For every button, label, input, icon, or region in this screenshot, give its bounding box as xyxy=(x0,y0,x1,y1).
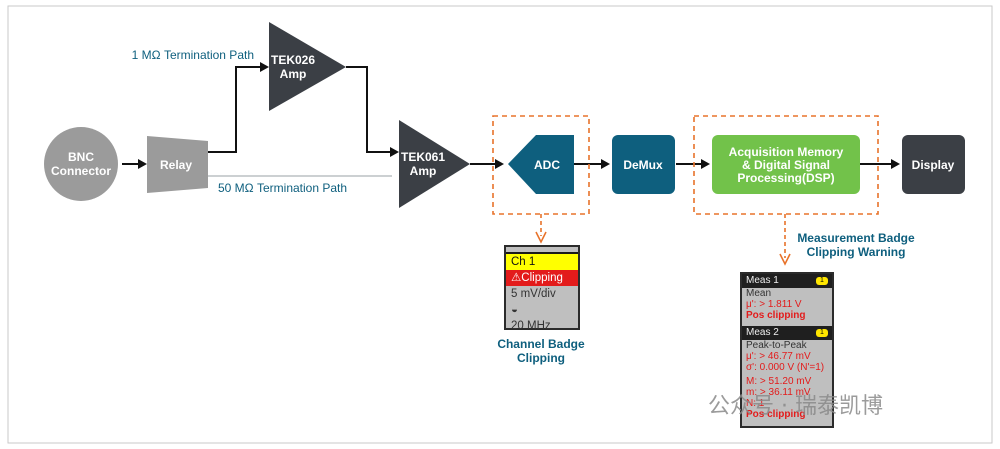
svg-text:Connector: Connector xyxy=(51,164,111,178)
svg-text:Amp: Amp xyxy=(280,67,307,81)
dsp-highlight-box xyxy=(693,115,879,215)
adc-highlight-box xyxy=(492,115,590,215)
watermark: 公众号 · 瑞泰凯博 xyxy=(708,394,883,419)
svg-text:TEK026: TEK026 xyxy=(271,53,315,67)
svg-text:Acquisition Memory: Acquisition Memory xyxy=(729,145,844,159)
meas1-value: μ': > 1.811 V xyxy=(746,299,802,310)
relay-block: Relay xyxy=(147,136,208,193)
meas2-status: Pos clipping xyxy=(746,409,806,420)
1mohm-path-label: 1 MΩ Termination Path xyxy=(132,48,254,62)
channel-bandwidth: 20 MHz xyxy=(511,320,551,332)
channel-scale: 5 mV/div xyxy=(511,288,556,300)
svg-text:Processing(DSP): Processing(DSP) xyxy=(737,171,834,185)
svg-text:Display: Display xyxy=(912,158,955,172)
meas1-status: Pos clipping xyxy=(746,310,806,321)
bnc-connector-block: BNC Connector xyxy=(44,127,118,201)
svg-text:Amp: Amp xyxy=(410,164,437,178)
channel-badge-caption-1: Channel Badge xyxy=(497,337,585,351)
channel-badge: Ch 1 ⚠Clipping 5 mV/div ◒ 20 MHz xyxy=(504,245,580,332)
display-block: Display xyxy=(902,135,965,194)
demux-block: DeMux xyxy=(612,135,675,194)
connector-lines xyxy=(122,62,900,177)
adc-block: ADC xyxy=(508,135,574,194)
meas1-name: Mean xyxy=(746,288,772,299)
meas2-name: Peak-to-Peak xyxy=(746,340,807,351)
tek026-amp-block: TEK026 Amp xyxy=(269,22,346,111)
diagram-frame xyxy=(7,5,993,444)
svg-text:& Digital Signal: & Digital Signal xyxy=(742,158,830,172)
meas2-sigma: σ': 0.000 V (N'=1) xyxy=(746,362,825,373)
channel-coupling-icon: ◒ xyxy=(511,304,518,316)
acquisition-dsp-block: Acquisition Memory & Digital Signal Proc… xyxy=(712,135,860,194)
channel-clipping-warning: ⚠Clipping xyxy=(506,270,578,286)
channel-badge-caption-2: Clipping xyxy=(517,351,565,365)
measurement-badge-caption-1: Measurement Badge xyxy=(797,231,915,245)
meas2-n: N: 1 xyxy=(746,398,765,409)
svg-text:Relay: Relay xyxy=(160,158,192,172)
meas2-max: M: > 51.20 mV xyxy=(746,376,812,387)
50mohm-path-label: 50 MΩ Termination Path xyxy=(218,181,347,195)
svg-text:BNC: BNC xyxy=(68,150,94,164)
svg-text:ADC: ADC xyxy=(534,158,560,172)
meas2-min: m: > 36.11 mV xyxy=(746,387,811,398)
measurement-badge-caption-2: Clipping Warning xyxy=(807,245,906,259)
svg-text:TEK061: TEK061 xyxy=(401,150,445,164)
svg-text:DeMux: DeMux xyxy=(623,158,663,172)
channel-badge-title: Ch 1 xyxy=(506,252,578,270)
meas1-chip: 1 xyxy=(816,277,828,285)
meas2-mean: μ': > 46.77 mV xyxy=(746,351,811,362)
meas2-chip: 1 xyxy=(816,329,828,337)
tek061-amp-block: TEK061 Amp xyxy=(399,120,470,208)
